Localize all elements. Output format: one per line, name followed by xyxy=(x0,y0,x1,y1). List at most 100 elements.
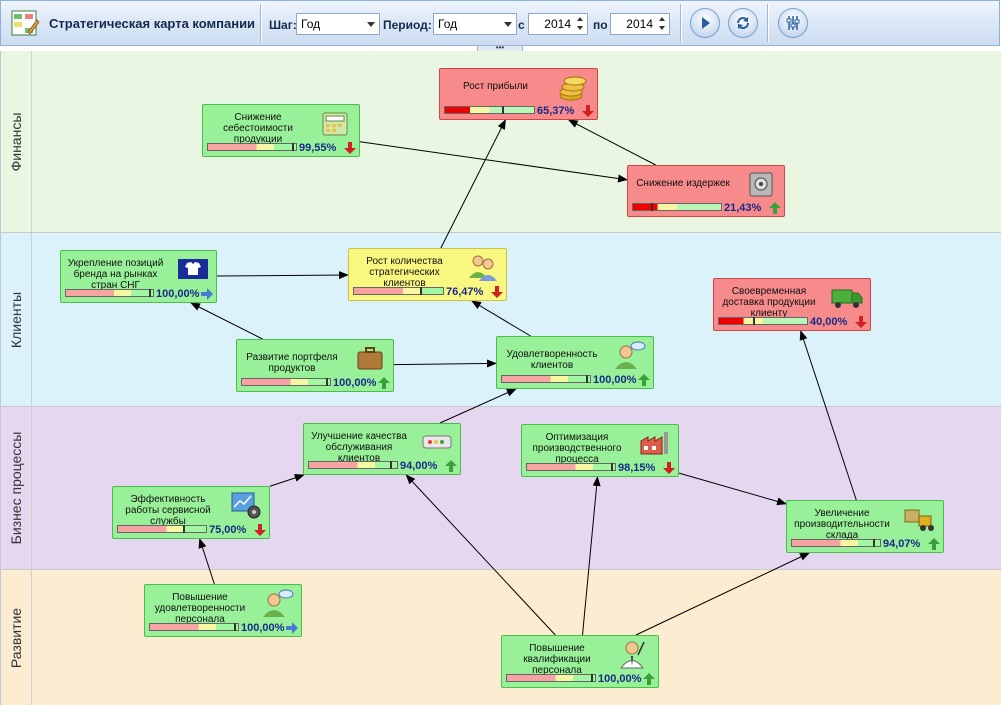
spin-up-icon[interactable] xyxy=(656,15,668,24)
trend-right-arrow-icon xyxy=(201,288,213,300)
link-arrow xyxy=(440,119,506,249)
progress-bar xyxy=(791,539,881,547)
link-arrow xyxy=(359,141,628,183)
to-year-spinner[interactable]: 2014 xyxy=(610,13,670,35)
spin-down-icon[interactable] xyxy=(656,24,668,33)
progress-marker xyxy=(390,461,392,469)
toolbar-separator xyxy=(680,4,681,42)
trend-down-arrow-icon xyxy=(254,524,266,536)
toolbar: Стратегическая карта компании Шаг: Год П… xyxy=(0,0,1000,46)
progress-marker xyxy=(873,539,875,547)
chevron-down-icon xyxy=(367,22,375,27)
link-arrow xyxy=(216,271,349,280)
objective-percent: 100,00% xyxy=(241,622,285,634)
progress-bar xyxy=(308,461,398,469)
progress-marker xyxy=(591,674,593,682)
progress-marker xyxy=(611,463,613,471)
progress-marker xyxy=(502,106,504,114)
truck-icon xyxy=(830,282,864,312)
objective-name: Снижение издержек xyxy=(636,178,730,189)
period-label: Период: xyxy=(383,18,432,32)
progress-bar xyxy=(444,106,535,114)
app-title: Стратегическая карта компании xyxy=(49,16,256,31)
progress-bar xyxy=(117,525,207,533)
objective-node[interactable]: Развитие портфеля продуктов 100,00% xyxy=(236,339,394,392)
link-arrow xyxy=(567,119,656,166)
progress-marker xyxy=(292,143,294,151)
objective-percent: 94,00% xyxy=(400,460,438,472)
play-button[interactable] xyxy=(690,8,720,38)
teacher-icon xyxy=(618,639,652,669)
objective-percent: 98,15% xyxy=(618,462,656,474)
objective-node[interactable]: Своевременная доставка продукции клиенту… xyxy=(713,278,871,331)
users-icon xyxy=(466,252,500,282)
progress-bar xyxy=(506,674,596,682)
objective-node[interactable]: Укрепление позиций бренда на рынках стра… xyxy=(60,250,217,303)
forklift-icon xyxy=(903,504,937,534)
gear-chart-icon xyxy=(229,490,263,520)
objective-name: Удовлетворенность клиентов xyxy=(506,349,598,371)
coins-icon xyxy=(557,72,591,102)
progress-marker xyxy=(753,317,755,325)
settings-button[interactable] xyxy=(778,8,808,38)
toolbar-separator xyxy=(260,4,261,42)
objective-name: Снижение себестоимости продукции xyxy=(223,112,293,145)
link-arrow xyxy=(269,474,305,487)
step-select[interactable]: Год xyxy=(296,13,380,35)
step-label: Шаг: xyxy=(269,18,297,32)
trend-down-arrow-icon xyxy=(582,105,594,117)
progress-bar xyxy=(149,623,239,631)
spin-up-icon[interactable] xyxy=(574,15,586,24)
to-label: по xyxy=(593,18,608,32)
objective-percent: 76,47% xyxy=(446,286,484,298)
objective-node[interactable]: Снижение издержек 21,43% xyxy=(627,165,785,217)
from-year-spinner[interactable]: 2014 xyxy=(528,13,588,35)
spin-down-icon[interactable] xyxy=(574,24,586,33)
chevron-down-icon xyxy=(504,22,512,27)
objective-percent: 100,00% xyxy=(333,377,377,389)
link-arrow xyxy=(439,388,517,424)
period-select[interactable]: Год xyxy=(433,13,517,35)
link-arrow xyxy=(471,300,531,337)
link-arrow xyxy=(635,552,810,636)
objective-name: Укрепление позиций бренда на рынках стра… xyxy=(67,258,164,291)
objective-percent: 21,43% xyxy=(724,202,762,214)
progress-marker xyxy=(651,203,653,211)
progress-bar xyxy=(241,378,331,386)
objective-name: Повышение удовлетворенности персонала xyxy=(154,592,246,625)
trend-up-arrow-icon xyxy=(445,460,457,472)
strategy-map-icon xyxy=(10,8,40,38)
link-arrow xyxy=(190,302,263,340)
objective-name: Эффективность работы сервисной службы xyxy=(125,494,211,527)
objective-node[interactable]: Улучшение качества обслуживания клиентов… xyxy=(303,423,461,475)
progress-marker xyxy=(420,287,422,295)
objective-percent: 75,00% xyxy=(209,524,247,536)
objective-percent: 100,00% xyxy=(598,673,642,685)
progress-marker xyxy=(183,525,185,533)
service-icon xyxy=(420,427,454,457)
refresh-button[interactable] xyxy=(728,8,758,38)
safe-icon xyxy=(744,169,778,199)
objective-name: Своевременная доставка продукции клиенту xyxy=(722,286,816,319)
factory-icon xyxy=(638,428,672,458)
trend-up-arrow-icon xyxy=(769,202,781,214)
objective-name: Развитие портфеля продуктов xyxy=(246,352,338,374)
lane-divider xyxy=(31,51,32,232)
progress-marker xyxy=(149,289,151,297)
objective-name: Увеличение производительности склада xyxy=(794,508,890,541)
objective-name: Оптимизация производственного процесса xyxy=(532,432,622,465)
from-year-value: 2014 xyxy=(544,17,571,31)
objective-name: Рост прибыли xyxy=(462,81,529,92)
progress-bar xyxy=(718,317,808,325)
from-label: с xyxy=(518,18,525,32)
link-arrows xyxy=(190,119,857,636)
